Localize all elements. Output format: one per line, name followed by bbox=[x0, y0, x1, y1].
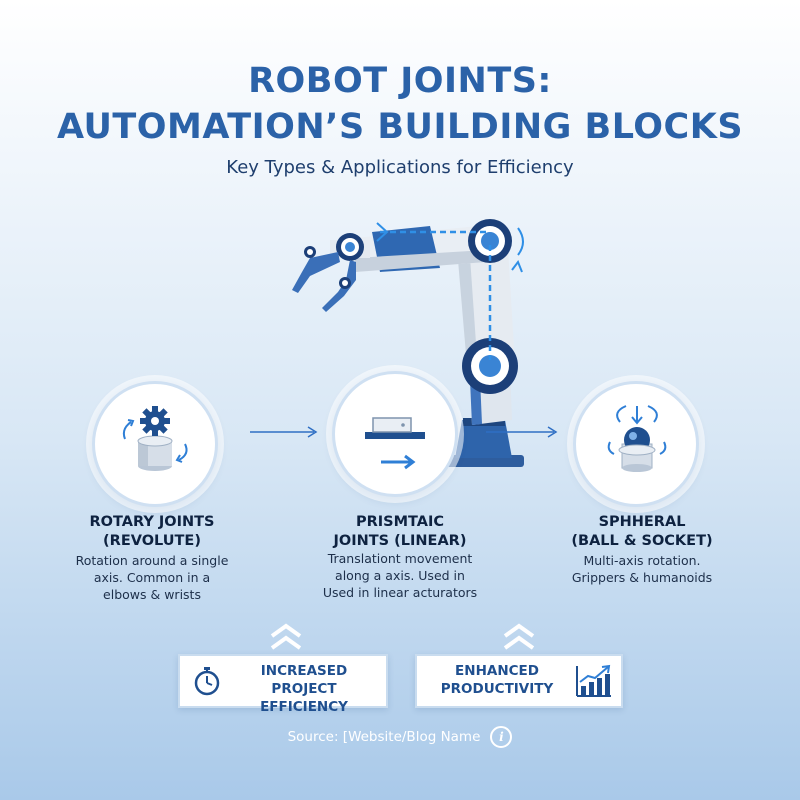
chevron-up-icon bbox=[270, 623, 302, 650]
gear-cylinder-icon bbox=[122, 406, 188, 471]
gripper-finger-upper bbox=[292, 252, 340, 293]
page-title: ROBOT JOINTS: AUTOMATION’S BUILDING BLOC… bbox=[0, 58, 800, 150]
stopwatch-icon bbox=[194, 667, 220, 696]
flow-arrow-1 bbox=[250, 426, 318, 438]
source-text: Source: [Website/Blog Name bbox=[287, 729, 481, 745]
chevron-up-icon bbox=[503, 623, 535, 650]
info-icon[interactable]: i bbox=[490, 726, 513, 748]
growth-chart-icon bbox=[576, 664, 611, 697]
page-subtitle: Key Types & Applications for Efficiency bbox=[226, 157, 574, 178]
title-line-2: AUTOMATION’S BUILDING BLOCKS bbox=[56, 107, 744, 147]
rotary-joint-title: ROTARY JOINTS(REVOLUTE) bbox=[89, 514, 215, 549]
linear-slider-icon bbox=[365, 417, 425, 470]
spherical-joint-description: Multi-axis rotation.Grippers & humanoids bbox=[571, 553, 713, 585]
ball-socket-icon bbox=[607, 405, 667, 472]
flow-arrow-2 bbox=[486, 426, 558, 438]
gripper-finger-lower bbox=[322, 260, 356, 312]
robot-pedestal bbox=[455, 420, 512, 458]
prismatic-joint-card bbox=[332, 371, 458, 497]
source-credit: Source: [Website/Blog Name i bbox=[0, 726, 800, 748]
title-line-1: ROBOT JOINTS: bbox=[248, 61, 552, 101]
spherical-joint-card bbox=[573, 381, 699, 507]
rotary-joint-card bbox=[92, 381, 218, 507]
spherical-joint-title: SPHHERAL(BALL & SOCKET) bbox=[571, 514, 713, 549]
